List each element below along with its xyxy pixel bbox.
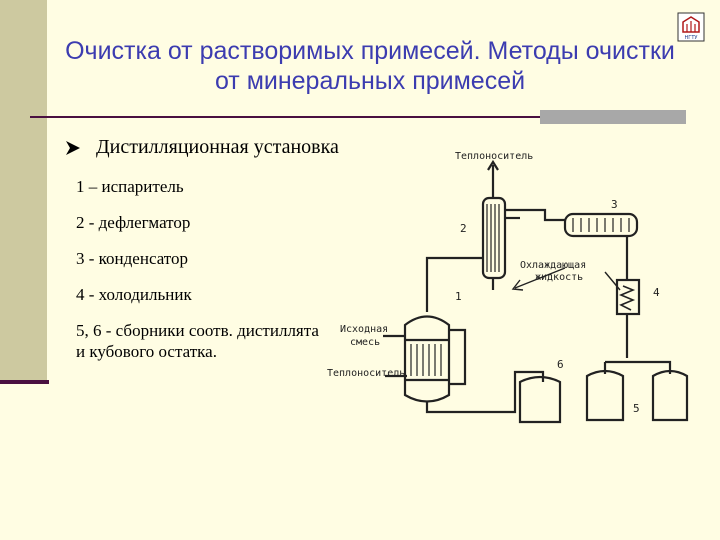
- evaporator-tubes: [410, 344, 442, 376]
- arrow-bullet-icon: [66, 140, 80, 155]
- left-band-accent: [0, 380, 49, 384]
- label-cooling-liquid-2: жидкость: [535, 272, 583, 283]
- slide-title: Очистка от растворимых примесей. Методы …: [65, 37, 675, 95]
- condenser: [563, 212, 639, 238]
- arrow-up-icon: [487, 159, 499, 171]
- legend-item: 5, 6 - сборники соотв. дистиллята и кубо…: [76, 321, 319, 361]
- university-logo: НГТУ: [677, 12, 705, 42]
- evaporator: [403, 315, 451, 403]
- bottoms-pipe: [425, 370, 545, 414]
- bullet-heading-text: Дистилляционная установка: [96, 136, 339, 158]
- legend-item: 4 - холодильник: [76, 285, 192, 304]
- dephlegmator: [481, 196, 507, 280]
- receiver-5a: [585, 369, 625, 422]
- legend-item: 3 - конденсатор: [76, 249, 189, 268]
- number-2: 2: [460, 222, 467, 235]
- label-coolant-bottom: Теплоноситель: [327, 368, 405, 379]
- label-feed-1: Исходная: [340, 324, 388, 335]
- legend-list: 1 – испаритель 2 - дефлегматор 3 - конде…: [76, 176, 326, 362]
- logo-text: НГТУ: [685, 35, 698, 41]
- number-4: 4: [653, 286, 660, 299]
- vapor-pipe: [505, 208, 565, 222]
- label-feed-2: смесь: [350, 337, 380, 348]
- number-5: 5: [633, 402, 640, 415]
- label-coolant-top: Теплоноситель: [455, 151, 533, 162]
- legend-item: 2 - дефлегматор: [76, 213, 191, 232]
- distillation-diagram: Теплоноситель Охлаждающая жидкость Исход…: [327, 151, 689, 424]
- dephlegmator-tubes: [486, 204, 500, 272]
- condenser-tubes: [572, 218, 630, 232]
- evaporator-vapor-pipe: [425, 256, 483, 312]
- number-1: 1: [455, 290, 462, 303]
- divider-accent-block: [540, 110, 686, 124]
- number-3: 3: [611, 198, 618, 211]
- title-divider: [30, 116, 686, 118]
- receiver-5b: [651, 369, 689, 422]
- number-6: 6: [557, 358, 564, 371]
- legend-item: 1 – испаритель: [76, 177, 184, 196]
- receiver-6: [518, 375, 562, 424]
- bullet-heading: Дистилляционная установка: [64, 136, 339, 159]
- cooler-coil: [618, 285, 636, 311]
- left-decorative-band: [0, 0, 47, 383]
- label-cooling-liquid-1: Охлаждающая: [520, 260, 586, 271]
